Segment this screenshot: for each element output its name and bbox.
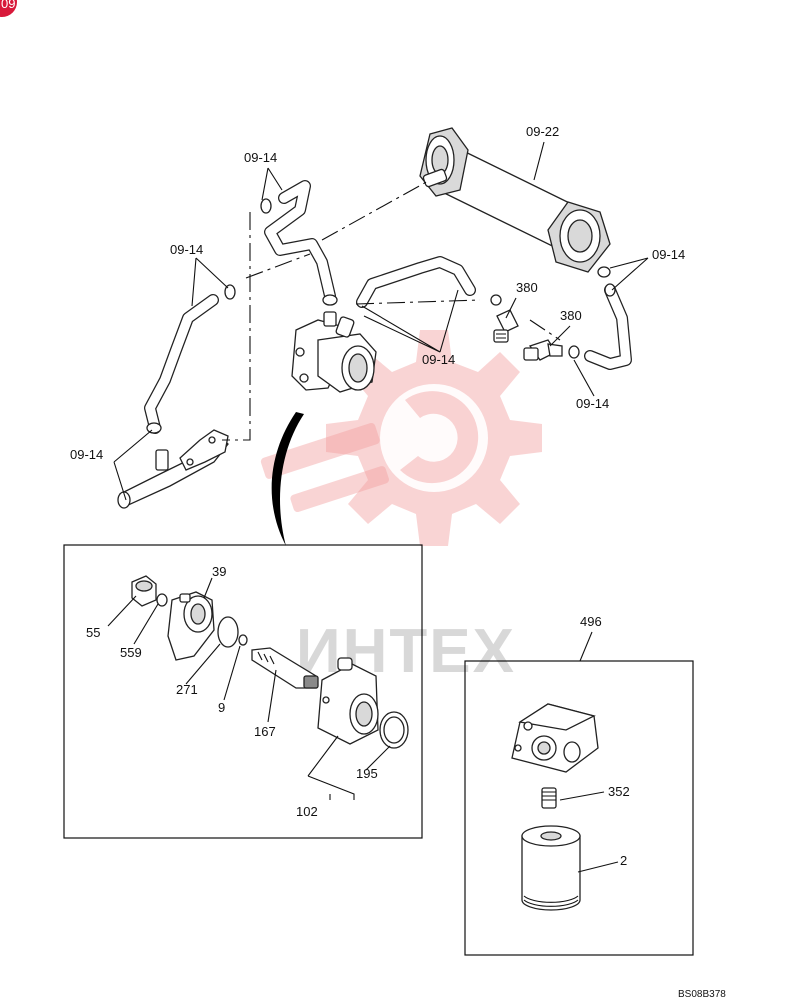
label-496: 496 [580,614,602,629]
leader-352 [559,791,605,801]
callout-09-14-lower-right: 09-14 [576,396,609,411]
callout-09-14-left: 09-14 [170,242,203,257]
label-102: 102 [296,804,318,819]
part-271-ring [217,616,239,648]
box-496-leader [579,631,593,662]
part-2-filter [521,825,581,911]
label-195: 195 [356,766,378,781]
page-badge: 09 [0,0,17,17]
fitting-380-b [523,339,563,361]
part-559-ring [156,593,168,607]
callout-09-14-center: 09-14 [422,352,455,367]
part-9-ring [238,634,248,646]
part-195-gasket-inner [383,716,405,744]
label-167: 167 [254,724,276,739]
part-39-housing [167,591,215,661]
label-9: 9 [218,700,225,715]
detail-pointer [271,412,304,546]
page-badge-text: 09 [1,0,15,11]
coolant-hoses [144,180,632,434]
drawing-code: BS08B378 [678,989,726,1000]
label-352: 352 [608,784,630,799]
callout-09-14-right: 09-14 [652,247,685,262]
label-2: 2 [620,853,627,868]
detail-left-leaders [107,577,391,800]
detail-box-right [464,660,694,956]
part-352-nipple [541,787,557,809]
watermark-gear-icon [260,330,542,546]
detail-box-left [63,544,423,839]
hose-clamps [146,198,616,434]
callout-380-b: 380 [560,308,582,323]
part-55-plug [131,575,157,607]
part-167-valve [251,647,319,689]
label-39: 39 [212,564,226,579]
filter-head [511,703,599,773]
callout-09-22: 09-22 [526,124,559,139]
callout-09-14-top: 09-14 [244,150,277,165]
callout-leaders [113,141,649,501]
assembly-leaders [222,179,561,441]
label-559: 559 [120,645,142,660]
leader-2 [577,861,619,873]
label-271: 271 [176,682,198,697]
callout-380-a: 380 [516,280,538,295]
fitting-380-a [493,309,519,343]
label-55: 55 [86,625,100,640]
part-102-cooler [317,657,379,745]
pipe-bracket [117,429,229,509]
callout-09-14-lower-left: 09-14 [70,447,103,462]
oil-housing-upper [291,311,377,393]
cooler-assembly [419,127,611,273]
